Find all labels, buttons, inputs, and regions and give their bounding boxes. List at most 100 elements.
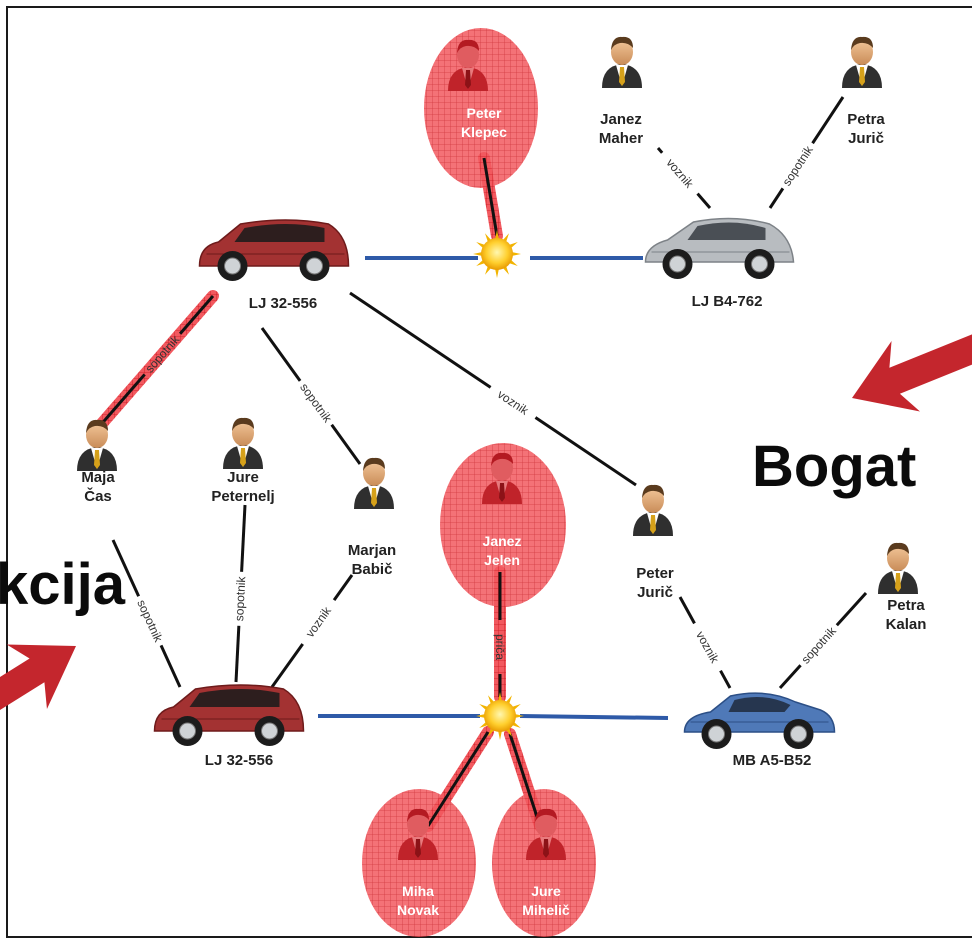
person-last-name: Babič — [352, 561, 393, 578]
edge-label-voznik: voznik — [693, 629, 722, 666]
red-person-icon — [526, 808, 566, 860]
edge-line — [719, 669, 732, 689]
edge-label-voznik: voznik — [663, 156, 697, 192]
edge-line — [270, 643, 304, 688]
edge-janez_jelen-accident_bottom: priča — [493, 566, 507, 703]
edge-line — [179, 295, 215, 335]
edge-line — [260, 327, 302, 382]
car-icon — [153, 684, 305, 746]
edge-car_top_left-maja_cas: sopotnik — [92, 290, 219, 434]
edge-line — [349, 291, 492, 389]
edge-petra_juric-car_top_right: sopotnik — [768, 96, 845, 209]
car-plate-label: LJ 32-556 — [249, 295, 317, 312]
edge-accident_bottom-jure_mihelic — [504, 728, 546, 832]
person-last-name: Maher — [599, 130, 643, 147]
edge-line — [778, 664, 802, 690]
car-plate-label: LJ 32-556 — [205, 752, 273, 769]
edge-line — [111, 539, 141, 597]
edge-label-priča: priča — [493, 634, 507, 660]
edge-accident_bottom-miha_novak — [422, 726, 494, 832]
edge-line — [768, 187, 785, 209]
highlight-circle-janez_jelen — [440, 443, 566, 607]
person-last-name: Jurič — [637, 584, 673, 601]
edge-car_top_left-marjan_babic: sopotnik — [260, 327, 362, 465]
person-last-name: Novak — [397, 902, 439, 918]
edge-line — [482, 157, 499, 237]
car-car_top_right: LJ B4-762 — [644, 217, 795, 310]
person-first-name: Janez — [483, 533, 522, 549]
edge-label-sopotnik: sopotnik — [134, 598, 166, 645]
car-icon — [683, 692, 836, 749]
car-icon — [644, 217, 795, 279]
person-icon — [77, 419, 117, 471]
edge-line — [678, 596, 696, 625]
highlight-circle-jure_mihelic — [492, 789, 596, 937]
person-icon — [354, 457, 394, 509]
person-first-name: Jure — [227, 469, 259, 486]
edge-petra_kalan-car_bottom_right: sopotnik — [778, 591, 868, 690]
edge-peter_juric-car_bottom_right: voznik — [678, 596, 732, 689]
person-last-name: Peternelj — [211, 488, 274, 505]
person-last-name: Jurič — [848, 130, 884, 147]
person-first-name: Janez — [600, 111, 642, 128]
edge-label-sopotnik: sopotnik — [232, 575, 248, 621]
edge-label-sopotnik: sopotnik — [142, 332, 183, 376]
person-last-name: Klepec — [461, 124, 507, 140]
person-last-name: Kalan — [886, 616, 927, 633]
person-first-name: Jure — [531, 883, 561, 899]
edge-line — [656, 147, 664, 154]
car-icon — [198, 219, 350, 281]
overlay-word-right: Bogat — [752, 434, 917, 499]
edge-line — [330, 423, 362, 465]
edge-line — [332, 574, 354, 601]
edge-janez_maher-car_top_right: voznik — [656, 147, 712, 209]
edge-accident_bottom-car_bottom_right — [519, 714, 669, 720]
car-car_bottom_left: LJ 32-556 — [153, 684, 305, 769]
car-plate-label: MB A5-B52 — [733, 752, 812, 769]
person-icon — [602, 36, 642, 88]
person-first-name: Marjan — [348, 542, 396, 559]
car-car_bottom_right: MB A5-B52 — [683, 692, 836, 769]
edge-line — [534, 416, 637, 487]
car-car_top_left: LJ 32-556 — [198, 219, 350, 312]
person-icon — [842, 36, 882, 88]
edge-peter_klepec-accident_top — [478, 152, 503, 242]
edge-label-voznik: voznik — [495, 387, 532, 418]
person-first-name: Peter — [636, 565, 674, 582]
car-plate-label: LJ B4-762 — [692, 293, 763, 310]
red-person-icon — [482, 452, 522, 504]
edge-jure_peternelj-car_bottom_left: sopotnik — [232, 504, 248, 683]
edge-line — [159, 644, 182, 688]
highlight-circle-peter_klepec — [424, 28, 538, 188]
highlight-circle-miha_novak — [362, 789, 476, 937]
person-first-name: Peter — [466, 105, 502, 121]
person-first-name: Maja — [81, 469, 115, 486]
person-icon — [633, 484, 673, 536]
red-person-icon — [448, 39, 488, 91]
person-icon — [223, 417, 263, 469]
edge-line — [240, 504, 247, 572]
person-last-name: Čas — [84, 487, 112, 505]
person-first-name: Miha — [402, 883, 434, 899]
edge-line — [835, 591, 868, 627]
red-person-icon — [398, 808, 438, 860]
edge-label-sopotnik: sopotnik — [297, 381, 335, 426]
edge-line — [96, 373, 146, 429]
person-last-name: Mihelič — [522, 902, 570, 918]
edge-label-voznik: voznik — [303, 603, 335, 640]
person-last-name: Jelen — [484, 552, 520, 568]
person-first-name: Petra — [887, 597, 925, 614]
person-first-name: Petra — [847, 111, 885, 128]
